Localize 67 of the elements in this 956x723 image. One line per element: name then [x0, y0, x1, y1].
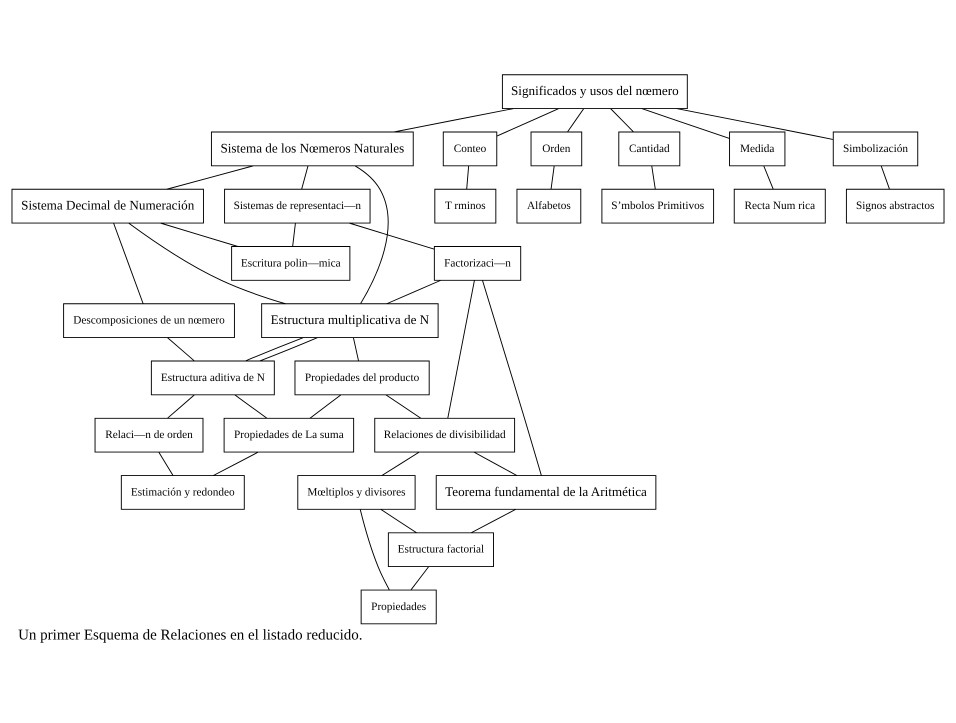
node-box: Factorizaci—n	[434, 246, 522, 281]
node-box: Teorema fundamental de la Aritmética	[436, 475, 656, 510]
connector	[763, 165, 774, 190]
node-box: Sistema de los Nœmeros Naturales	[210, 132, 414, 166]
connector	[234, 394, 268, 419]
connector	[474, 452, 518, 476]
connector	[386, 280, 442, 304]
connector	[310, 394, 342, 419]
node-box: Estructura multiplicativa de N	[261, 303, 439, 338]
connector	[259, 337, 318, 362]
node-box: Cantidad	[618, 132, 680, 166]
node-box: Sistema Decimal de Numeración	[12, 188, 204, 224]
node-box: Significados y usos del nœmero	[502, 74, 688, 110]
connector	[113, 222, 144, 304]
connector	[641, 108, 730, 139]
node-box: Estructura factorial	[388, 532, 494, 568]
connector	[410, 566, 430, 590]
connector	[567, 108, 584, 132]
node-box: Alfabetos	[516, 188, 582, 224]
connector	[128, 222, 286, 304]
connector	[292, 222, 296, 247]
connector	[160, 222, 238, 247]
connector	[360, 508, 390, 590]
connector	[470, 508, 516, 534]
connector	[212, 452, 259, 476]
node-box: Estructura aditiva de N	[150, 360, 275, 396]
connector	[244, 337, 304, 362]
node-box: Conteo	[442, 132, 498, 166]
node-box: Estimación y redondeo	[120, 475, 245, 510]
node-box: Recta Num rica	[734, 188, 826, 224]
connector	[386, 394, 422, 419]
connector	[380, 508, 418, 534]
connector	[550, 165, 555, 190]
node-box: Mœltiplos y divisores	[297, 475, 416, 510]
connector	[393, 108, 514, 132]
node-box: Medida	[729, 132, 786, 166]
node-box: Orden	[530, 132, 582, 166]
connector	[496, 108, 560, 136]
node-box: Escritura polin—mica	[231, 246, 350, 281]
connector	[158, 452, 174, 476]
connector	[352, 337, 359, 362]
node-box: Propiedades	[360, 590, 437, 624]
node-box: Relaciones de divisibilidad	[374, 418, 516, 453]
connector	[676, 108, 834, 140]
node-box: Simbolización	[832, 132, 918, 166]
node-box: Descomposiciones de un nœmero	[63, 303, 235, 338]
node-box: T rminos	[434, 188, 496, 224]
connector	[348, 222, 435, 250]
node-box: Relaci—n de orden	[94, 418, 204, 453]
connector	[354, 165, 389, 304]
connector	[482, 280, 542, 476]
node-box: Sistemas de representaci—n	[224, 188, 371, 224]
connector	[167, 337, 195, 362]
node-box: S’mbolos Primitivos	[601, 188, 714, 224]
node-box: Propiedades del producto	[294, 360, 430, 396]
caption: Un primer Esquema de Relaciones en el listado reducido.	[18, 628, 363, 644]
connector	[166, 165, 254, 190]
node-box: Signos abstractos	[846, 188, 944, 224]
node-box: Propiedades de La suma	[224, 418, 354, 453]
connector	[610, 108, 634, 132]
connector	[301, 165, 308, 190]
connector	[651, 165, 656, 190]
connector	[167, 394, 195, 419]
connector	[447, 280, 475, 419]
connector	[466, 165, 470, 190]
connector	[381, 452, 420, 476]
connector	[880, 165, 890, 190]
